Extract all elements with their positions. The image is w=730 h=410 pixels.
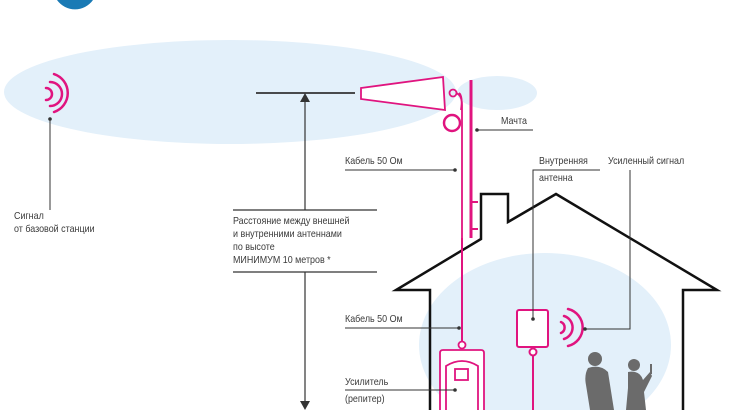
repeater-label-1: Усилитель	[345, 376, 389, 388]
repeater-device	[439, 340, 485, 410]
distance-label-3: по высоте	[233, 241, 275, 253]
distance-label-1: Расстояние между внешней	[233, 215, 350, 227]
outdoor-antenna	[360, 75, 463, 345]
base-signal-label-1: Сигнал	[14, 210, 44, 222]
outdoor-signal-area	[4, 40, 456, 144]
repeater-label-2: (репитер)	[345, 393, 385, 405]
logo-fragment	[57, 0, 93, 10]
cable-top-label: Кабель 50 Ом	[345, 155, 403, 167]
people-silhouettes	[585, 352, 652, 410]
indoor-antenna	[516, 309, 549, 410]
house-outline	[391, 192, 722, 410]
boosted-signal-icon	[559, 307, 584, 348]
base-signal-label-2: от базовой станции	[14, 223, 95, 235]
mast	[469, 80, 478, 238]
distance-arrow	[233, 92, 377, 410]
indoor-antenna-label-1: Внутренняя	[539, 155, 588, 167]
distance-label-4: МИНИМУМ 10 метров *	[233, 254, 331, 266]
mast-label: Мачта	[501, 115, 527, 127]
boosted-signal-label: Усиленный сигнал	[608, 155, 685, 167]
cable-bottom-label: Кабель 50 Ом	[345, 313, 403, 325]
indoor-antenna-label-2: антенна	[539, 172, 573, 184]
mast-signal-area	[457, 76, 537, 110]
base-station-signal-icon	[44, 72, 69, 114]
distance-label-2: и внутренними антеннами	[233, 228, 342, 240]
